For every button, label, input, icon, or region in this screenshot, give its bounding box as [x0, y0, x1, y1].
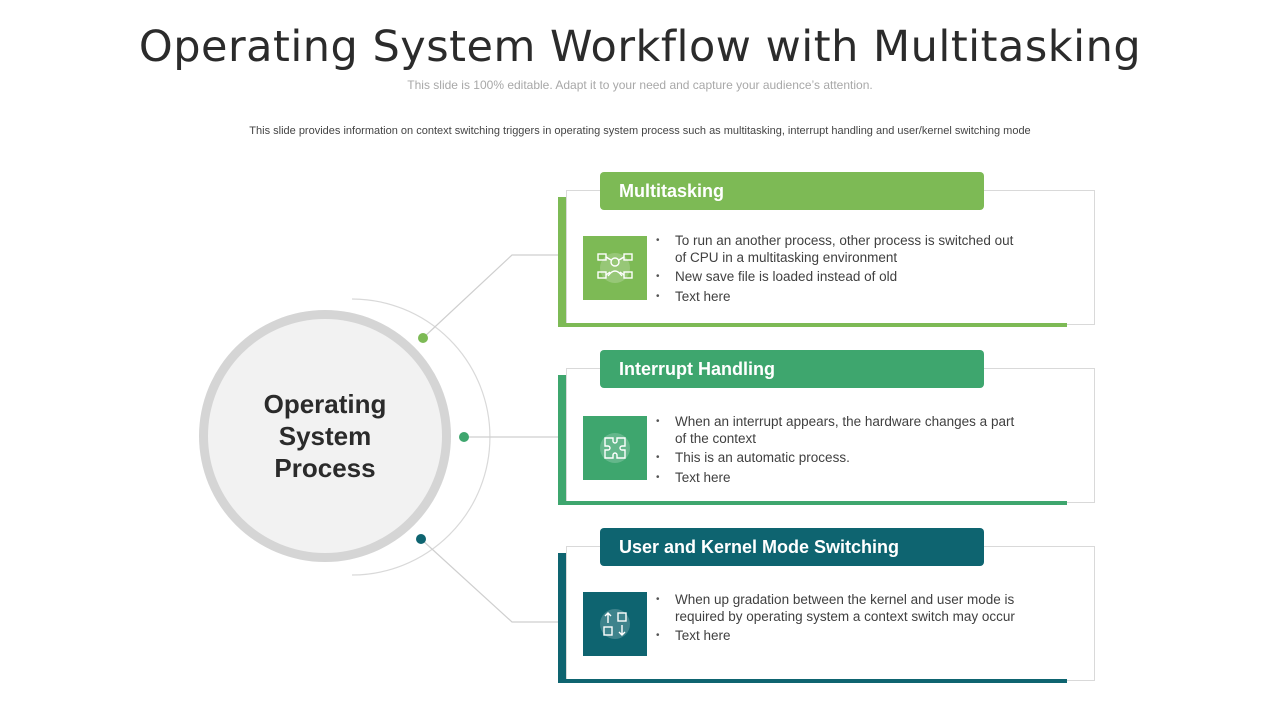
bullet-item: This is an automatic process. — [656, 450, 1016, 467]
card-bullets-multitasking: To run an another process, other process… — [656, 233, 1016, 308]
connector-dot-3 — [416, 534, 426, 544]
bullet-item: To run an another process, other process… — [656, 233, 1016, 266]
card-accent-multitasking — [558, 197, 1067, 327]
bullet-item: New save file is loaded instead of old — [656, 269, 1016, 286]
bullet-item: When up gradation between the kernel and… — [656, 592, 1016, 625]
hub-label: Operating System Process — [263, 389, 387, 483]
card-accent-mode-switching — [558, 553, 1067, 683]
card-accent-interrupt — [558, 375, 1067, 505]
card-bullets-mode-switching: When up gradation between the kernel and… — [656, 592, 1016, 648]
card-icon-box-multitasking — [583, 236, 647, 300]
connector-line-3 — [420, 538, 558, 623]
puzzle-icon — [600, 433, 630, 463]
bullet-item: When an interrupt appears, the hardware … — [656, 414, 1016, 447]
card-header-mode-switching: User and Kernel Mode Switching — [600, 528, 984, 566]
hub-inner: Operating System Process — [208, 319, 442, 553]
hub-circle: Operating System Process — [199, 310, 451, 562]
switch-arrows-icon — [600, 609, 630, 639]
slide-description: This slide provides information on conte… — [249, 125, 1031, 137]
bullet-item: Text here — [656, 628, 1016, 645]
card-icon-box-mode-switching — [583, 592, 647, 656]
connector-dot-1 — [418, 333, 428, 343]
bullet-item: Text here — [656, 470, 1016, 487]
card-icon-box-interrupt — [583, 416, 647, 480]
bullet-item: Text here — [656, 289, 1016, 306]
card-bullets-interrupt: When an interrupt appears, the hardware … — [656, 414, 1016, 489]
multitasking-person-icon — [597, 253, 633, 283]
slide-title: Operating System Workflow with Multitask… — [138, 22, 1142, 72]
slide-subtitle: This slide is 100% editable. Adapt it to… — [407, 78, 873, 92]
connector-dot-2 — [459, 432, 469, 442]
card-header-multitasking: Multitasking — [600, 172, 984, 210]
card-header-interrupt: Interrupt Handling — [600, 350, 984, 388]
connector-line-1 — [422, 254, 558, 339]
